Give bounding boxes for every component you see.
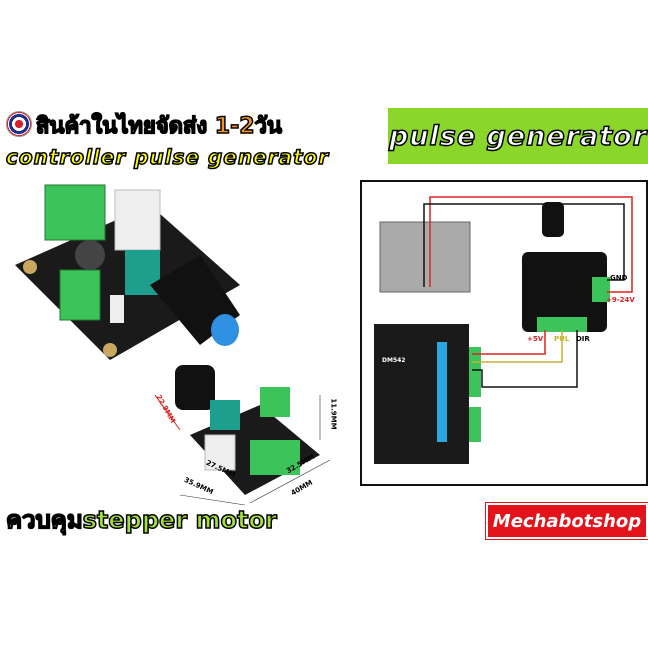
- pulse-module: [522, 252, 607, 332]
- driver-name: DM542: [382, 357, 406, 364]
- shop-name-badge: Mechabotshop: [485, 502, 648, 540]
- product-title: controller pulse generator: [5, 144, 330, 170]
- label-gnd: GND: [610, 274, 628, 282]
- label-dir: DIR: [576, 335, 590, 343]
- power-supply: [379, 221, 471, 293]
- label-pul: PUL: [554, 335, 570, 343]
- thai-flag-icon: [6, 111, 32, 137]
- dim-11-9: 11.9MM: [329, 398, 338, 430]
- wiring-diagram: GND +9-24V +5V PUL DIR DM542: [360, 180, 648, 486]
- stepper-driver: [374, 324, 469, 464]
- label-5v: +5V: [527, 335, 544, 343]
- dimension-photo: [154, 365, 331, 505]
- shipping-text: สินค้าในไทยจัดส่ง 1-2วัน: [35, 113, 282, 140]
- label-vin: +9-24V: [606, 296, 635, 304]
- module-photo: [15, 184, 240, 360]
- banner-title: pulse generator: [388, 108, 648, 164]
- control-text: ควบคุมstepper motor: [5, 505, 277, 535]
